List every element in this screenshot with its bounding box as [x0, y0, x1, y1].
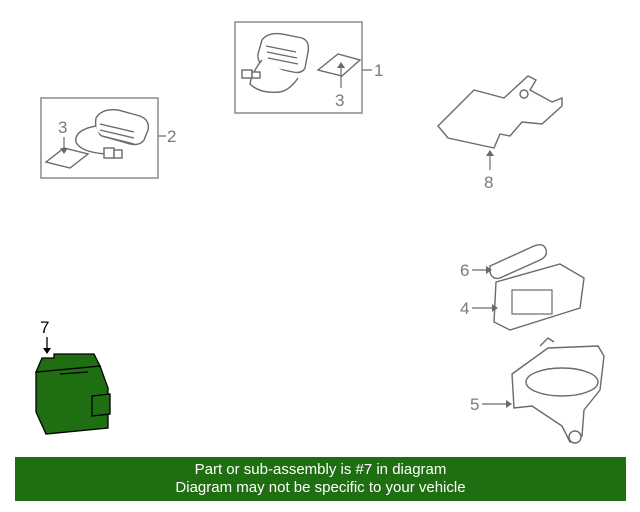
pad-icon [44, 147, 90, 169]
part-8-assembly[interactable]: 8 [437, 75, 563, 192]
lamp-icon [241, 32, 310, 94]
info-banner: Part or sub-assembly is #7 in diagram Di… [15, 457, 626, 501]
part-8-label[interactable]: 8 [484, 173, 493, 192]
part-6-label[interactable]: 6 [460, 261, 469, 280]
part-3-upper-label: 3 [335, 91, 344, 110]
part-4-assembly[interactable]: 4 [460, 263, 585, 331]
banner-line-1: Part or sub-assembly is #7 in diagram [194, 461, 447, 478]
clip-icon [489, 243, 548, 280]
part-2-label[interactable]: 2 [167, 127, 176, 146]
part-7-assembly[interactable]: 7 [34, 318, 111, 435]
part-1-assembly[interactable]: 3 1 [234, 21, 383, 114]
part-2-assembly[interactable]: 3 2 [40, 97, 176, 179]
part-5-assembly[interactable]: 5 [470, 337, 605, 444]
lamp-icon [75, 108, 150, 159]
part-7-label[interactable]: 7 [40, 318, 49, 337]
parts-diagram: 3 1 3 2 8 6 4 [34, 21, 605, 444]
part-5-label[interactable]: 5 [470, 395, 479, 414]
control-module-icon [34, 353, 111, 435]
part-4-label[interactable]: 4 [460, 299, 469, 318]
banner-line-2: Diagram may not be specific to your vehi… [175, 479, 466, 496]
part-3-lower-label: 3 [58, 118, 67, 137]
part-6-assembly[interactable]: 6 [460, 243, 548, 280]
module-bracket-icon [437, 75, 563, 149]
part-1-label[interactable]: 1 [374, 61, 383, 80]
